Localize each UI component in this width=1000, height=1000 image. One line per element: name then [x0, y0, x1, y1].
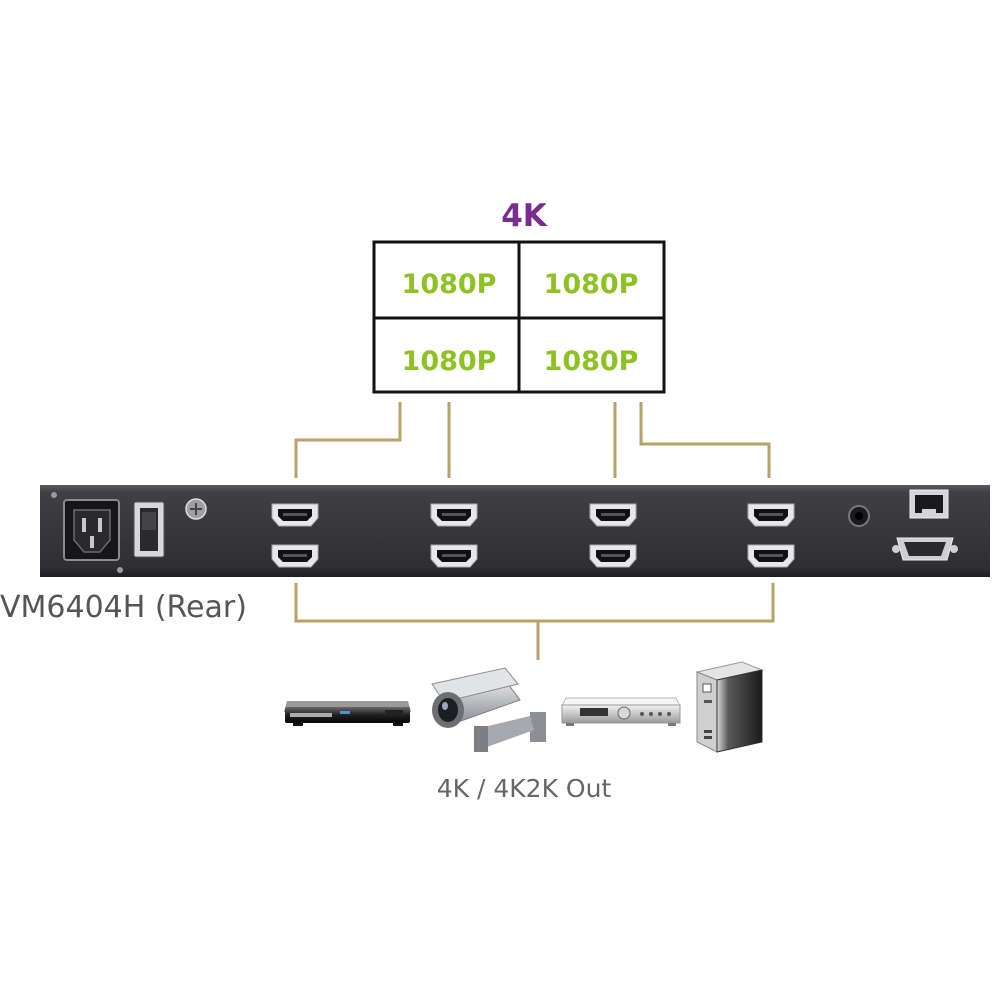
hdmi-port-icon [430, 503, 478, 527]
hdmi-port-icon [430, 544, 478, 568]
rear-panel [40, 485, 990, 577]
hdmi-port-icon [589, 503, 637, 527]
hdmi-port-icon [747, 503, 795, 527]
hdmi-ports [271, 503, 795, 568]
desktop-computer-icon [695, 661, 764, 753]
dvd-player-icon [284, 701, 411, 726]
input-cable-left [294, 583, 775, 623]
hdmi-port-icon [747, 544, 795, 568]
wall-cell-top-right: 1080P [544, 269, 639, 300]
power-inlet-icon [63, 499, 120, 561]
wall-cell-top-left: 1080P [402, 269, 497, 300]
audio-jack-icon [848, 505, 870, 527]
wall-cell-bottom-left: 1080P [402, 346, 497, 377]
security-camera-icon [431, 667, 546, 752]
serial-port-icon [892, 537, 958, 561]
sources-label: 4K / 4K2K Out [437, 774, 612, 803]
av-receiver-icon [561, 697, 681, 726]
hdmi-port-icon [271, 503, 319, 527]
wall-cell-bottom-right: 1080P [544, 346, 639, 377]
output-cable-4 [639, 402, 771, 478]
power-switch-icon [133, 501, 165, 558]
ethernet-port-icon [909, 489, 949, 519]
hdmi-port-icon [271, 544, 319, 568]
video-wall-title: 4K [501, 198, 548, 234]
ground-screw-icon [185, 498, 207, 520]
device-label: VM6404H (Rear) [0, 590, 247, 625]
hdmi-port-icon [589, 544, 637, 568]
video-wall-grid [372, 240, 666, 394]
output-cable-1 [294, 402, 402, 478]
output-cables [294, 402, 771, 478]
input-cables [294, 583, 775, 660]
